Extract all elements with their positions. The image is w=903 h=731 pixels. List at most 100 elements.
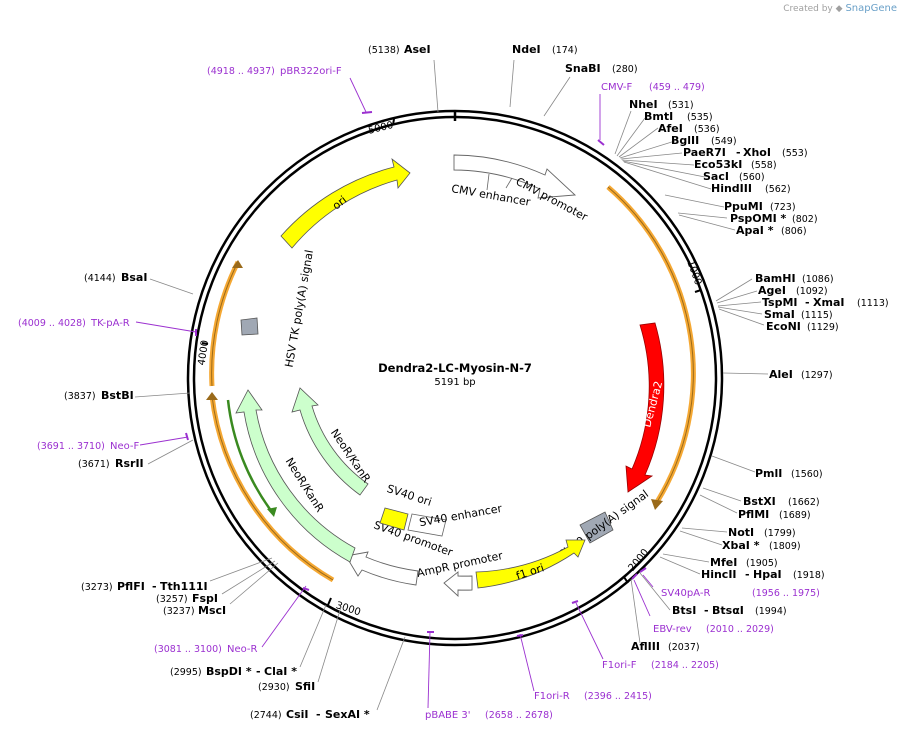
sv40-ori-feature bbox=[379, 507, 409, 531]
site-pos-ndei: (174) bbox=[552, 45, 578, 56]
cmv-enhancer-leader bbox=[486, 173, 490, 191]
site-pos-saci: (560) bbox=[739, 172, 765, 183]
site-pos-apai: (806) bbox=[781, 226, 807, 237]
site-name-afliii: AflIII bbox=[631, 640, 660, 653]
site-name-tspmi: TspMI bbox=[762, 296, 798, 309]
site-pos-btsi: (1994) bbox=[755, 606, 787, 617]
site-extra-tth111i: Tth111I bbox=[160, 580, 208, 593]
site-name-ppumi: PpuMI bbox=[724, 200, 763, 213]
site-pos-hindiii: (562) bbox=[765, 184, 791, 195]
site-name-asei: AseI bbox=[404, 43, 431, 56]
site-name-hindiii: HindIII bbox=[711, 182, 752, 195]
site-pos-bspdi: (2995) bbox=[170, 667, 202, 678]
tick-label-4000: 4000 bbox=[197, 339, 211, 366]
hsv-tk-polya-label: HSV TK poly(A) signal bbox=[283, 249, 316, 369]
site-pos-afei: (536) bbox=[694, 124, 720, 135]
neor-orf-line bbox=[226, 399, 274, 513]
primer-pos-tk-pa-r: (4009 .. 4028) bbox=[18, 318, 86, 329]
site-pos-xbai: (1809) bbox=[769, 541, 801, 552]
site-pos-asei: (5138) bbox=[368, 45, 400, 56]
primer-name-sv40pa-r: SV40pA-R bbox=[661, 588, 710, 599]
tick-4000 bbox=[201, 342, 209, 345]
site-pos-bstxi: (1662) bbox=[788, 497, 820, 508]
site-pos-paer7i: (553) bbox=[782, 148, 808, 159]
snapgene-logo-icon: ◆ bbox=[835, 4, 843, 14]
primer-pos-f1ori-r: (2396 .. 2415) bbox=[584, 691, 652, 702]
primer-marks bbox=[185, 111, 647, 637]
site-pos-agei: (1092) bbox=[796, 286, 828, 297]
primer-pos-pbabe3: (2658 .. 2678) bbox=[485, 710, 553, 721]
site-extra-sexai: SexAI * bbox=[325, 708, 370, 721]
site-pos-bamhi: (1086) bbox=[802, 274, 834, 285]
site-sep-paer7i: - bbox=[736, 146, 741, 159]
site-pos-csii: (2744) bbox=[250, 710, 282, 721]
hsv-tk-polya-feature bbox=[240, 317, 259, 336]
site-pos-smai: (1115) bbox=[801, 310, 833, 321]
site-name-eco53ki: Eco53kI bbox=[694, 158, 742, 171]
site-labels: (5138) AseI NdeI (174) SnaBI (280) NheI … bbox=[64, 43, 889, 721]
primer-name-pbabe3: pBABE 3' bbox=[425, 710, 471, 721]
f1-ori-feature bbox=[475, 539, 586, 589]
site-pos-pspomi: (802) bbox=[792, 214, 818, 225]
site-name-ndei: NdeI bbox=[512, 43, 541, 56]
site-extra-clai: ClaI * bbox=[264, 665, 297, 678]
primer-pos-neo-f: (3691 .. 3710) bbox=[37, 441, 105, 452]
site-leaders bbox=[134, 59, 769, 711]
site-name-saci: SacI bbox=[703, 170, 729, 183]
f1-ori-label: f1 ori bbox=[514, 561, 545, 582]
site-pos-noti: (1799) bbox=[764, 528, 796, 539]
site-sep-btsi: - bbox=[704, 604, 709, 617]
primer-labels: (4918 .. 4937) pBR322ori-F CMV-F (459 ..… bbox=[18, 66, 820, 721]
orf-band-tk bbox=[209, 260, 241, 387]
site-pos-econi: (1129) bbox=[807, 322, 839, 333]
cmv-feature bbox=[453, 154, 577, 199]
orf-arrow-tk bbox=[232, 260, 243, 268]
credit-prefix: Created by bbox=[783, 4, 833, 14]
site-name-snabi: SnaBI bbox=[565, 62, 601, 75]
site-name-btsi: BtsI bbox=[672, 604, 696, 617]
site-pos-eco53ki: (558) bbox=[751, 160, 777, 171]
site-name-pmli: PmlI bbox=[755, 467, 782, 480]
site-name-rsrii: RsrII bbox=[115, 457, 144, 470]
site-name-pflfi: PflFI bbox=[117, 580, 145, 593]
site-pos-alei: (1297) bbox=[801, 370, 833, 381]
primer-leaders bbox=[135, 77, 654, 709]
tick-label-5000: 5000 bbox=[367, 120, 394, 137]
site-name-bmti: BmtI bbox=[644, 110, 673, 123]
site-name-econi: EcoNI bbox=[766, 320, 801, 333]
tick-label-1000: 1000 bbox=[684, 259, 703, 287]
site-pos-pmli: (1560) bbox=[791, 469, 823, 480]
site-name-pflmi: PflMI bbox=[738, 508, 769, 521]
site-pos-hincii: (1918) bbox=[793, 570, 825, 581]
sv40-ori-label: SV40 ori bbox=[385, 482, 433, 509]
site-extra-xmai: XmaI bbox=[813, 296, 844, 309]
site-name-bglii: BglII bbox=[671, 134, 699, 147]
site-name-afei: AfeI bbox=[658, 122, 683, 135]
tick-5000 bbox=[392, 118, 395, 126]
primer-name-cmv-f: CMV-F bbox=[601, 82, 632, 93]
site-extra-xhoi: XhoI bbox=[743, 146, 771, 159]
site-pos-rsrii: (3671) bbox=[78, 459, 110, 470]
sv40-enhancer-label: SV40 enhancer bbox=[418, 502, 503, 529]
primer-name-tk-pa-r: TK-pA-R bbox=[90, 318, 130, 329]
site-name-bsai: BsaI bbox=[121, 271, 147, 284]
site-sep-csii: - bbox=[316, 708, 321, 721]
snapgene-credit: Created by ◆ SnapGene bbox=[783, 3, 897, 14]
sv40-enhancer-feature bbox=[407, 513, 447, 537]
site-extra-btsai: BtsαI bbox=[712, 604, 744, 617]
tick-1000 bbox=[694, 289, 702, 293]
site-sep-tspmi: - bbox=[805, 296, 810, 309]
site-name-bspdi: BspDI * bbox=[206, 665, 252, 678]
tick-label-2000: 2000 bbox=[627, 547, 652, 574]
site-pos-afliii: (2037) bbox=[668, 642, 700, 653]
primer-name-neo-r: Neo-R bbox=[227, 644, 258, 655]
primer-pos-sv40pa-r: (1956 .. 1975) bbox=[752, 588, 820, 599]
primer-pos-cmv-f: (459 .. 479) bbox=[649, 82, 705, 93]
site-name-mfei: MfeI bbox=[710, 556, 737, 569]
site-pos-bmti: (535) bbox=[687, 112, 713, 123]
orf-arrow-dendra2 bbox=[651, 499, 663, 510]
primer-pos-pbr322ori-f: (4918 .. 4937) bbox=[207, 66, 275, 77]
site-pos-tspmi: (1113) bbox=[857, 298, 889, 309]
site-pos-ppumi: (723) bbox=[770, 202, 796, 213]
